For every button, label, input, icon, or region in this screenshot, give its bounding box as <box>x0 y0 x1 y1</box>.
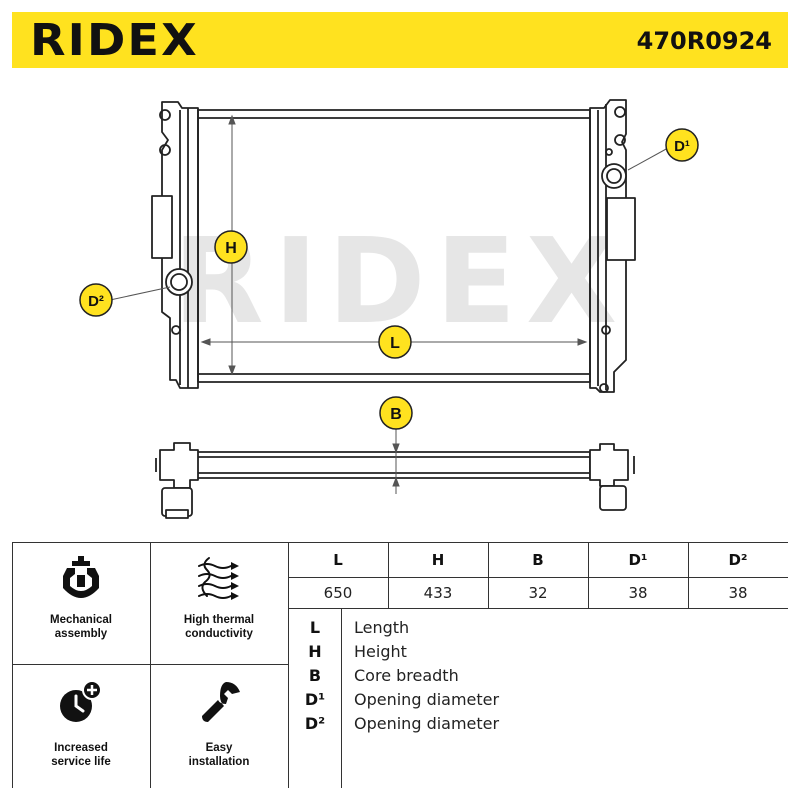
callout-b-label: B <box>390 406 402 423</box>
table-value-d1: 38 <box>628 584 648 602</box>
feature-easy-installation: Easy installation <box>150 664 288 788</box>
feature-label-line1: Mechanical <box>50 614 112 626</box>
table-value-b: 32 <box>528 584 548 602</box>
table-header-l: L <box>333 551 343 569</box>
left-tank <box>161 101 199 389</box>
feature-label-line2: conductivity <box>185 627 253 640</box>
left-bracket <box>151 195 173 259</box>
service-life-icon <box>60 680 102 722</box>
part-number: 470R0924 <box>636 27 772 55</box>
feature-label-line2: service life <box>51 755 111 768</box>
table-header-b: B <box>532 551 544 569</box>
spec-grid-lines <box>12 542 788 788</box>
callout-d2-label: D² <box>88 293 104 310</box>
header-bar: RIDEX 470R0924 <box>12 12 788 68</box>
d2-opening <box>165 268 193 296</box>
table-value-l: 650 <box>323 584 353 602</box>
callout-d2 <box>79 283 113 317</box>
feature-mechanical-assembly: Mechanical assembly <box>12 542 150 664</box>
legend-desc: Length <box>354 618 410 637</box>
feature-label-line1: Easy <box>205 742 233 754</box>
legend-desc: Core breadth <box>354 666 459 685</box>
callout-l <box>378 325 412 359</box>
right-bracket <box>606 197 636 261</box>
side-view-core <box>195 451 591 479</box>
legend-row: D² Opening diameter <box>288 714 788 738</box>
callout-d1-label: D¹ <box>674 138 690 155</box>
feature-thermal-conductivity: High thermal conductivity <box>150 542 288 664</box>
legend-desc: Height <box>354 642 407 661</box>
brand-logo: RIDEX <box>30 15 199 66</box>
legend-row: H Height <box>288 642 788 666</box>
callout-b <box>379 396 413 430</box>
callout-d1 <box>665 128 699 162</box>
table-value-h: 433 <box>423 584 453 602</box>
thermal-conductivity-icon <box>198 557 239 600</box>
legend-key: D¹ <box>304 690 326 709</box>
legend-key: H <box>308 642 322 661</box>
legend-row: D¹ Opening diameter <box>288 690 788 714</box>
legend-desc: Opening diameter <box>354 714 500 733</box>
feature-label-line1: Increased <box>54 742 108 754</box>
legend-desc: Opening diameter <box>354 690 500 709</box>
legend-key: L <box>309 618 321 637</box>
callout-l-label: L <box>390 335 400 352</box>
spec-section: Mechanical assembly High thermal conduct… <box>12 542 788 788</box>
callout-h-label: H <box>225 240 237 257</box>
dimension-legend: L Length H Height B Core breadth D¹ Open… <box>288 618 788 788</box>
table-header-d2: D² <box>728 551 748 569</box>
callout-h <box>214 230 248 264</box>
table-header-d1: D¹ <box>628 551 648 569</box>
feature-service-life: Increased service life <box>12 664 150 788</box>
wrench-icon <box>202 682 240 722</box>
feature-label-line1: High thermal <box>183 614 255 626</box>
table-header-h: H <box>431 551 445 569</box>
side-left-tank <box>159 442 199 489</box>
mechanical-assembly-icon <box>63 556 99 598</box>
d1-opening <box>601 163 627 189</box>
legend-row: B Core breadth <box>288 666 788 690</box>
radiator-drawing: RIDEX <box>79 99 699 519</box>
legend-row: L Length <box>288 618 788 642</box>
feature-label-line2: assembly <box>54 627 108 640</box>
legend-key: D² <box>304 714 326 733</box>
table-value-d2: 38 <box>728 584 748 602</box>
feature-label-line2: installation <box>188 755 250 768</box>
side-right-tank <box>589 443 629 487</box>
legend-key: B <box>308 666 322 685</box>
